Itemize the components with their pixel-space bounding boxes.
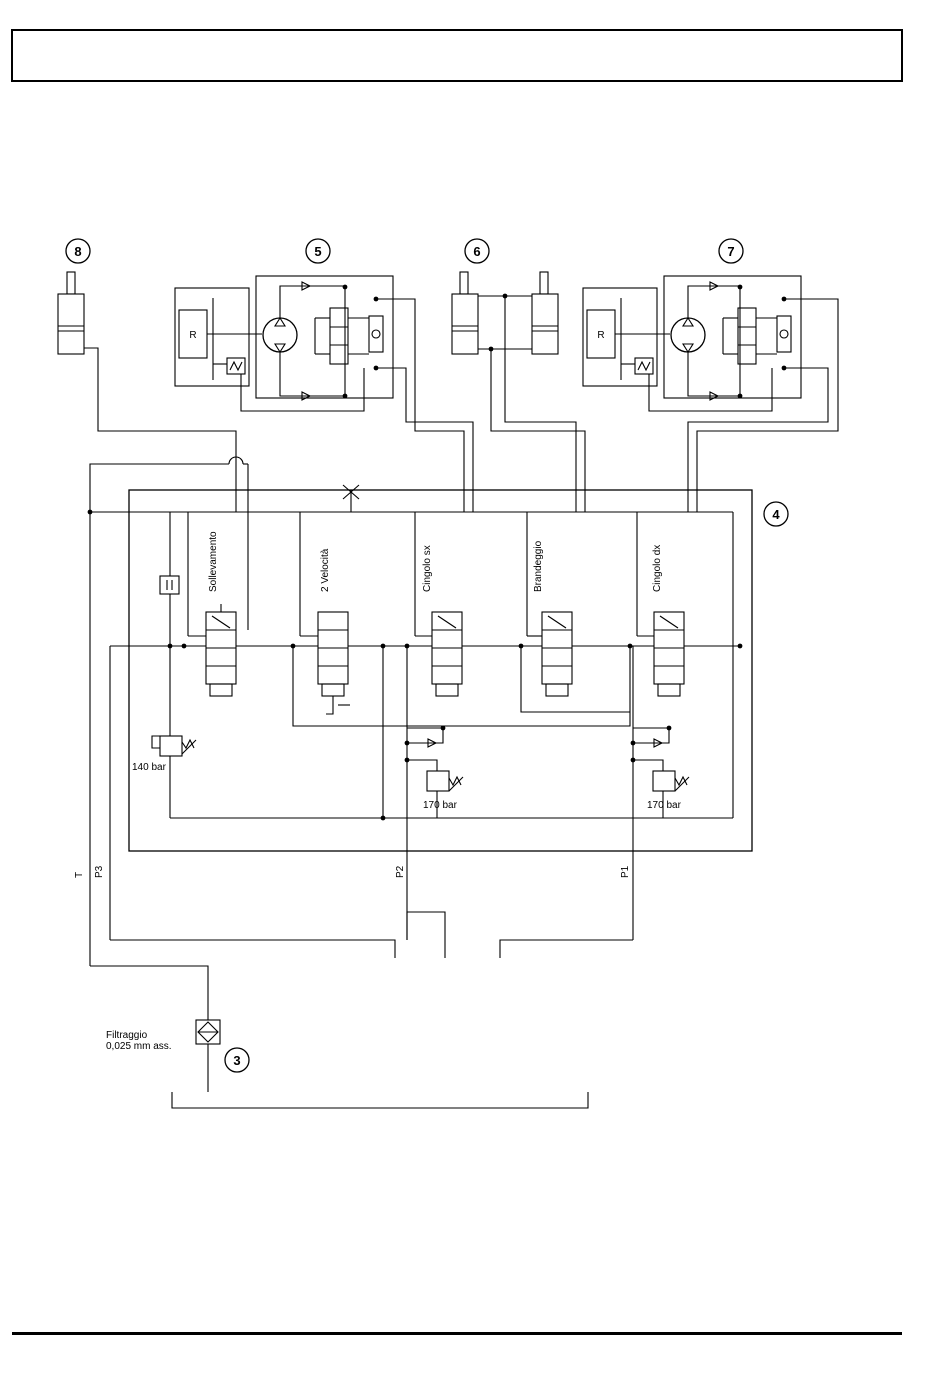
svg-text:R: R [597,330,604,341]
callout-5: 5 [306,239,330,263]
svg-text:6: 6 [473,244,480,259]
track-motor-left: R [175,276,473,512]
svg-text:Cingolo dx: Cingolo dx [652,545,663,592]
spool-cingolo-sx: Cingolo sx [415,512,462,696]
spool-cingolo-dx: Cingolo dx [637,512,684,696]
svg-text:170 bar: 170 bar [647,800,682,811]
return-filter: Filtraggio 0,025 mm ass. [90,966,220,1092]
callout-8: 8 [66,239,90,263]
pump-lines [110,912,633,958]
svg-text:R: R [189,330,196,341]
port-p1-label: P1 [620,865,631,878]
svg-text:7: 7 [727,244,734,259]
callout-4: 4 [764,502,788,526]
spool-sollevamento: Sollevamento [188,512,236,696]
callout-7: 7 [719,239,743,263]
svg-text:140 bar: 140 bar [132,762,167,773]
spool-2-velocita: 2 Velocità [300,512,350,714]
svg-text:8: 8 [74,244,81,259]
svg-text:2 Velocità: 2 Velocità [320,548,331,592]
swing-cylinders [452,272,585,512]
port-p3-label: P3 [94,865,105,878]
svg-text:5: 5 [314,244,321,259]
track-motor-right: R [583,276,838,512]
port-p2-label: P2 [395,865,406,878]
valve-block: 140 bar 170 bar 170 bar [88,457,752,966]
callout-3: 3 [225,1048,249,1072]
svg-text:Cingolo sx: Cingolo sx [422,545,433,592]
svg-text:0,025 mm ass.: 0,025 mm ass. [106,1041,172,1052]
tank-outline [172,1092,588,1108]
svg-text:3: 3 [233,1053,240,1068]
svg-text:4: 4 [772,507,780,522]
svg-text:Sollevamento: Sollevamento [208,531,219,592]
svg-text:Filtraggio: Filtraggio [106,1030,148,1041]
spool-brandeggio: Brandeggio [527,512,572,696]
svg-text:Brandeggio: Brandeggio [533,540,544,592]
svg-text:170 bar: 170 bar [423,800,458,811]
port-t-label: T [74,872,85,878]
lift-cylinder [58,272,236,512]
callout-6: 6 [465,239,489,263]
